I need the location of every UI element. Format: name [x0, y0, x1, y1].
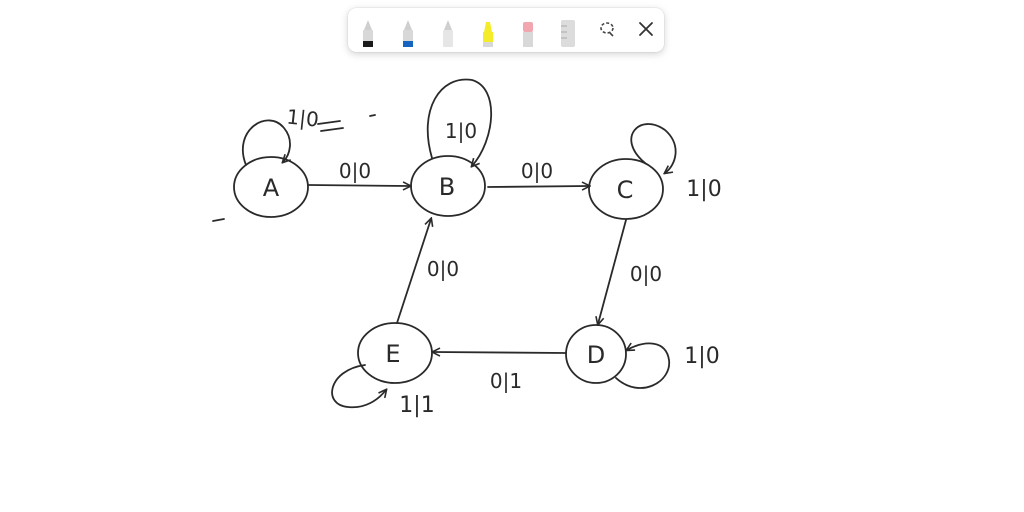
label-c-self: 1|0 [686, 177, 721, 202]
loop-a [242, 119, 290, 166]
stray-mark-equals [317, 120, 344, 132]
edge-d-to-e [433, 352, 567, 353]
state-a-label: A [263, 174, 280, 202]
edge-c-to-d [598, 219, 627, 324]
label-b-to-c: 0|0 [521, 159, 553, 183]
label-a-self: 1|0 [285, 104, 320, 131]
black-pen-icon[interactable] [348, 8, 388, 52]
ink-toolbar [348, 8, 664, 52]
state-d-label: D [587, 341, 605, 369]
eraser-icon[interactable] [508, 8, 548, 52]
edge-a-to-b [308, 185, 410, 186]
label-e-self: 1|1 [399, 393, 434, 418]
edge-b-to-c [487, 186, 589, 187]
loop-e [331, 364, 386, 409]
label-d-to-e: 0|1 [490, 369, 522, 393]
edge-e-to-b [396, 219, 431, 324]
label-e-to-b: 0|0 [427, 257, 459, 281]
yellow-highlighter-icon[interactable] [468, 8, 508, 52]
loop-d [615, 342, 670, 389]
stray-mark-left [212, 218, 225, 222]
state-a-circle [233, 156, 309, 218]
state-b-label: B [439, 173, 455, 201]
blue-pen-icon[interactable] [388, 8, 428, 52]
label-d-self: 1|0 [684, 344, 719, 369]
state-c-label: C [617, 176, 634, 204]
lasso-select-icon[interactable] [588, 8, 628, 52]
stray-mark-top [369, 114, 376, 117]
ruler-icon[interactable] [548, 8, 588, 52]
loop-c [630, 123, 677, 173]
white-pen-icon[interactable] [428, 8, 468, 52]
loop-b [426, 78, 493, 166]
close-icon[interactable] [626, 8, 666, 52]
label-b-self: 1|0 [445, 119, 477, 143]
label-c-to-d: 0|0 [630, 262, 662, 286]
label-a-to-b: 0|0 [339, 159, 371, 183]
state-e-label: E [385, 340, 400, 368]
